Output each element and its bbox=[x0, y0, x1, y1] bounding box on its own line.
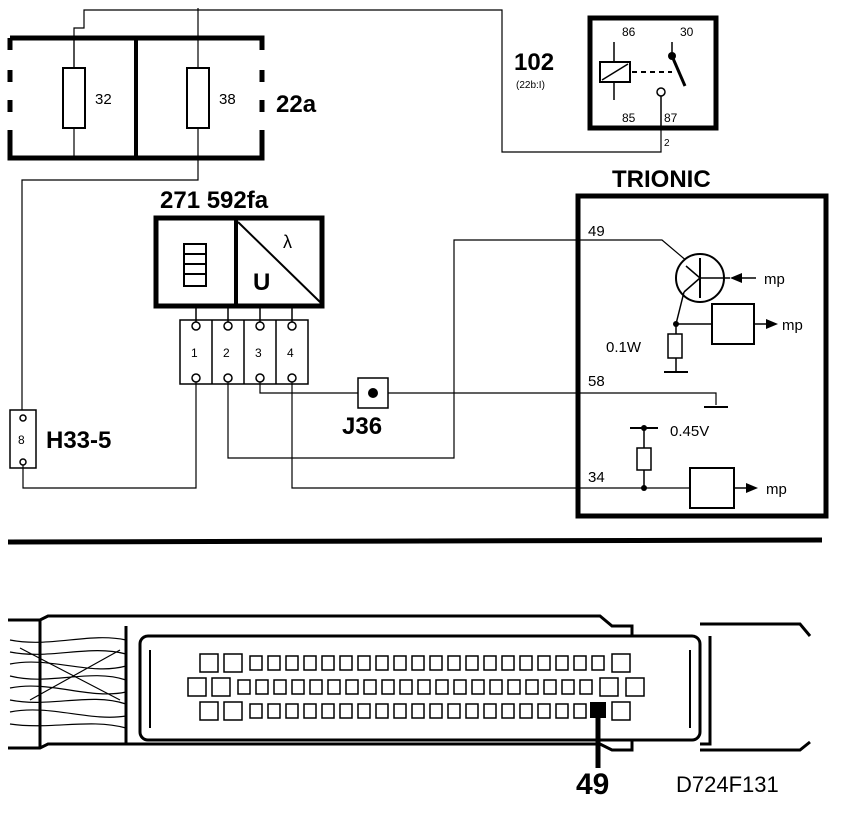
resistor-label: 0.1W bbox=[606, 339, 642, 356]
sensor-output-label: U bbox=[253, 269, 270, 296]
sensor-connector: 1 2 3 4 bbox=[179, 306, 309, 385]
relay-number: 102 bbox=[514, 49, 554, 76]
sensor-pin-3: 3 bbox=[255, 346, 262, 360]
ref-voltage-label: 0.45V bbox=[670, 423, 709, 440]
reference-resistor bbox=[636, 447, 652, 471]
trionic-title: TRIONIC bbox=[612, 166, 711, 193]
sensor-label: 271 592fa bbox=[160, 187, 269, 214]
pin-49-callout: 49 bbox=[576, 768, 609, 801]
amplifier-block-3 bbox=[689, 467, 735, 509]
fuse-32-label: 32 bbox=[95, 91, 112, 108]
junction-j36: J36 bbox=[342, 377, 389, 440]
ecu-connector-drawing: 49 bbox=[8, 614, 812, 801]
relay-102: 86 30 85 87 102 (22b:I) 2 bbox=[514, 15, 719, 149]
fuse-box-22a: 32 38 22a bbox=[7, 35, 317, 161]
j36-label: J36 bbox=[342, 413, 382, 440]
top-wires bbox=[21, 8, 662, 410]
sensor-271-592fa: 271 592fa λ U bbox=[153, 187, 325, 309]
relay-ref: (22b:I) bbox=[516, 80, 545, 91]
fuse-38-label: 38 bbox=[219, 91, 236, 108]
relay-wire-number: 2 bbox=[664, 138, 670, 149]
resistor-0-1w bbox=[667, 333, 683, 359]
mp-label-1: mp bbox=[764, 271, 785, 288]
svg-text:87: 87 bbox=[664, 111, 678, 125]
mp-label-3: mp bbox=[766, 481, 787, 498]
svg-text:30: 30 bbox=[680, 25, 694, 39]
separator-line bbox=[7, 537, 823, 545]
sensor-pin-4: 4 bbox=[287, 346, 294, 360]
fuse-box-label: 22a bbox=[276, 91, 317, 118]
connector-h33-5: 8 H33-5 bbox=[9, 409, 111, 469]
sensor-pin-2: 2 bbox=[223, 346, 230, 360]
amplifier-block-2 bbox=[711, 303, 755, 345]
svg-text:85: 85 bbox=[622, 111, 636, 125]
figure-code: D724F131 bbox=[676, 772, 779, 797]
mp-label-2: mp bbox=[782, 317, 803, 334]
lambda-curve-symbol: λ bbox=[283, 232, 292, 252]
fuse-32 bbox=[62, 67, 86, 129]
pin-grid bbox=[187, 653, 645, 721]
trionic-pin-49: 49 bbox=[588, 223, 605, 240]
h33-label: H33-5 bbox=[46, 427, 111, 454]
trionic-pin-58: 58 bbox=[588, 373, 605, 390]
trionic-pin-34: 34 bbox=[588, 469, 605, 486]
highlighted-pin-49 bbox=[590, 702, 606, 718]
sensor-pin-1: 1 bbox=[191, 346, 198, 360]
svg-text:86: 86 bbox=[622, 25, 636, 39]
trionic-ecu: TRIONIC 49 58 34 mp 0.1W mp bbox=[575, 166, 829, 519]
fuse-38 bbox=[186, 67, 210, 129]
main-wires bbox=[22, 239, 717, 489]
h33-pin-label: 8 bbox=[18, 433, 25, 447]
